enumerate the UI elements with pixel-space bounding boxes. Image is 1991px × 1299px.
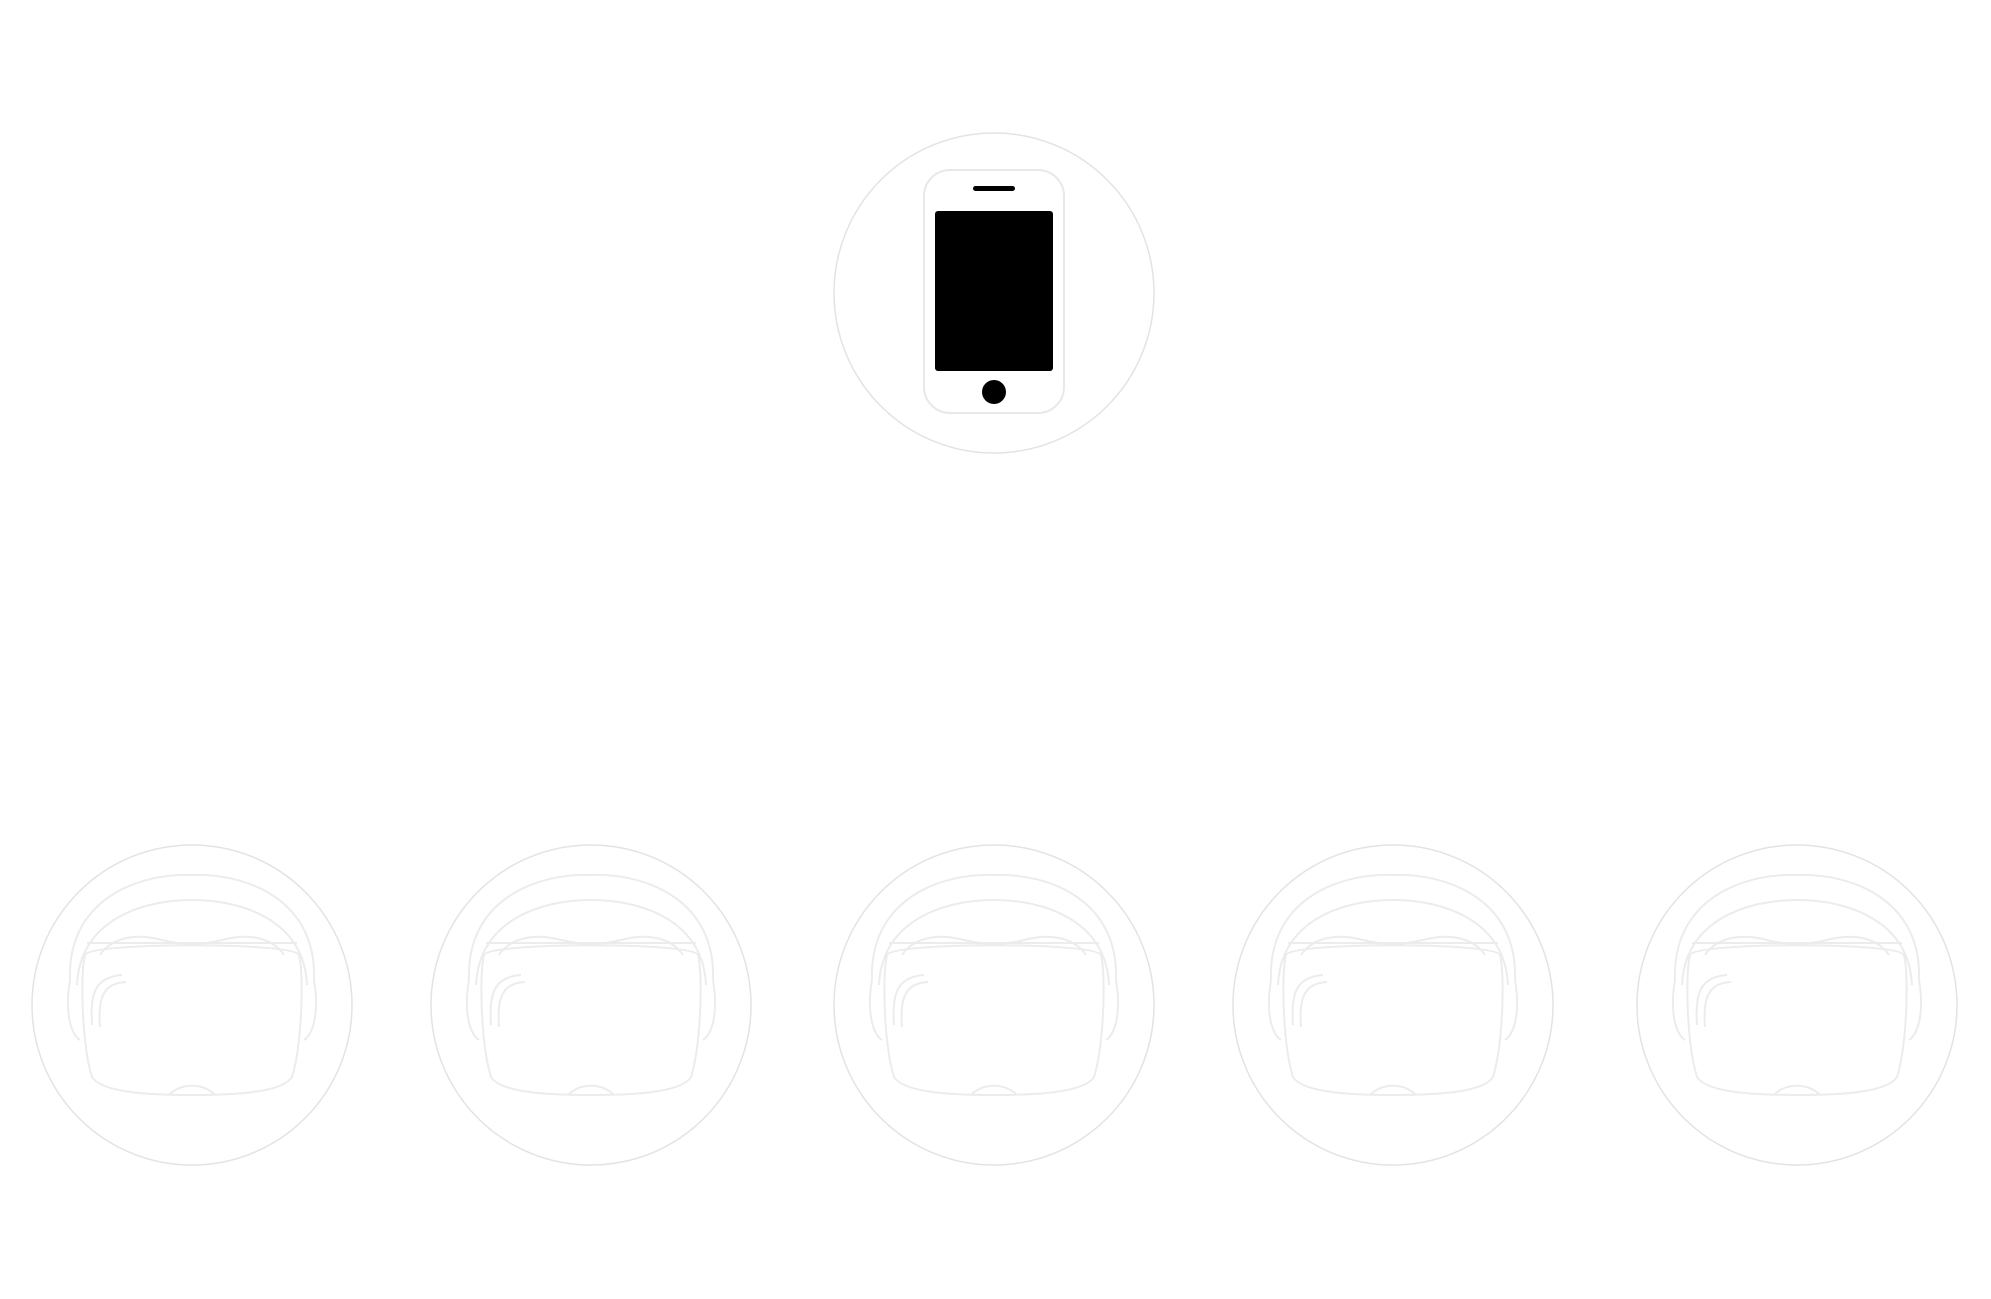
client-node (1232, 844, 1554, 1166)
smartphone-icon (923, 169, 1065, 414)
hub-circle (833, 132, 1155, 454)
vr-headset-icon (465, 873, 717, 1096)
clients-row (31, 844, 1958, 1166)
client-node (31, 844, 353, 1166)
vr-headset-icon (1671, 873, 1923, 1096)
client-node (1636, 844, 1958, 1166)
client-circle (1232, 844, 1554, 1166)
vr-headset-icon (1267, 873, 1519, 1096)
client-circle (1636, 844, 1958, 1166)
client-circle (31, 844, 353, 1166)
hub-node (833, 132, 1155, 454)
client-node (430, 844, 752, 1166)
vr-headset-icon (66, 873, 318, 1096)
client-circle (833, 844, 1155, 1166)
vr-headset-icon (868, 873, 1120, 1096)
client-circle (430, 844, 752, 1166)
client-node (833, 844, 1155, 1166)
